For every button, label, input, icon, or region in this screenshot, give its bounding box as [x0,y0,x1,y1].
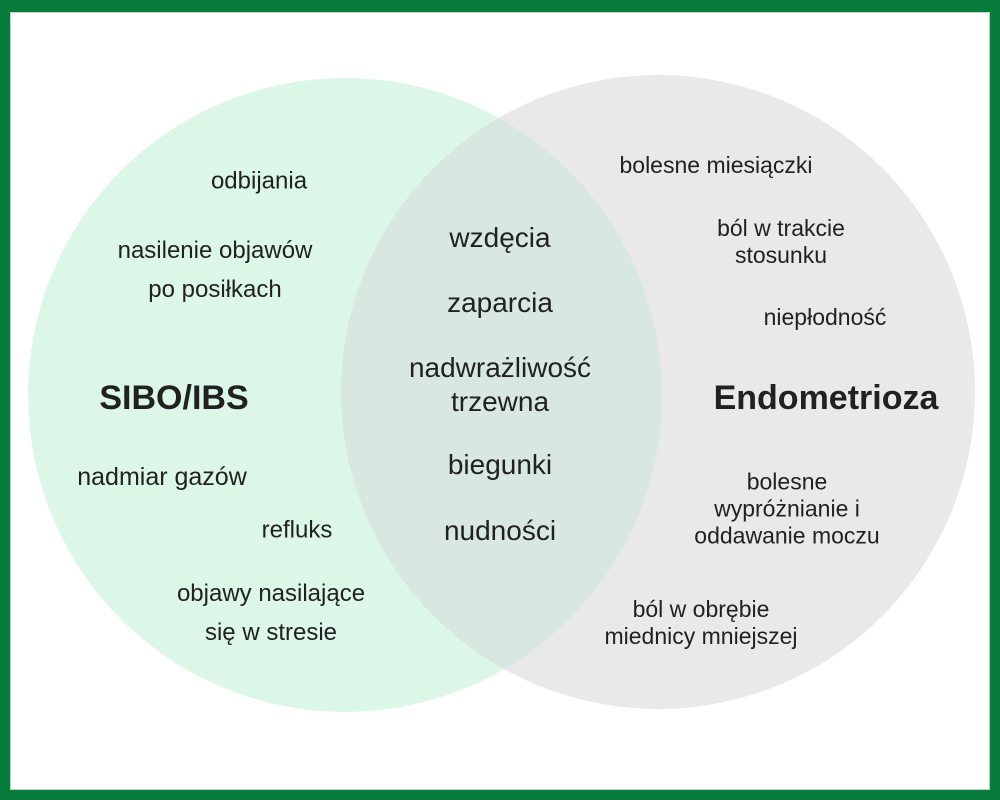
left-item-nadmiar-gazow: nadmiar gazów [77,462,247,491]
right-item-bol-w-trakcie-stosunku: ból w trakcie stosunku [717,214,845,268]
left-item-objawy-nasilajace: objawy nasilające się w stresie [176,580,366,646]
overlap-lens [341,78,662,709]
right-circle-title: Endometrioza [713,378,939,417]
left-circle-title: SIBO/IBS [99,378,249,417]
right-item-bolesne-wyprozniane: bolesne wypróżnianie i oddawanie moczu [694,468,880,549]
right-item-nieplodnosc: niepłodność [763,304,887,331]
overlap-item-zaparcia: zaparcia [447,286,553,318]
overlap-item-nadwrazliwosc-trzewna: nadwrażliwość trzewna [408,351,592,417]
left-item-odbijania: odbijania [210,167,308,195]
right-item-bol-miednicy: ból w obrębie miednicy mniejszej [604,595,798,649]
right-item-bolesne-miesiaczki: bolesne miesiączki [619,152,813,179]
left-item-nasilenie-objawow: nasilenie objawów po posiłkach [117,237,313,303]
overlap-item-wzdecia: wzdęcia [449,221,551,253]
left-item-refluks: refluks [261,516,333,544]
overlap-item-nudnosci: nudności [443,514,557,546]
overlap-item-biegunki: biegunki [447,448,553,480]
